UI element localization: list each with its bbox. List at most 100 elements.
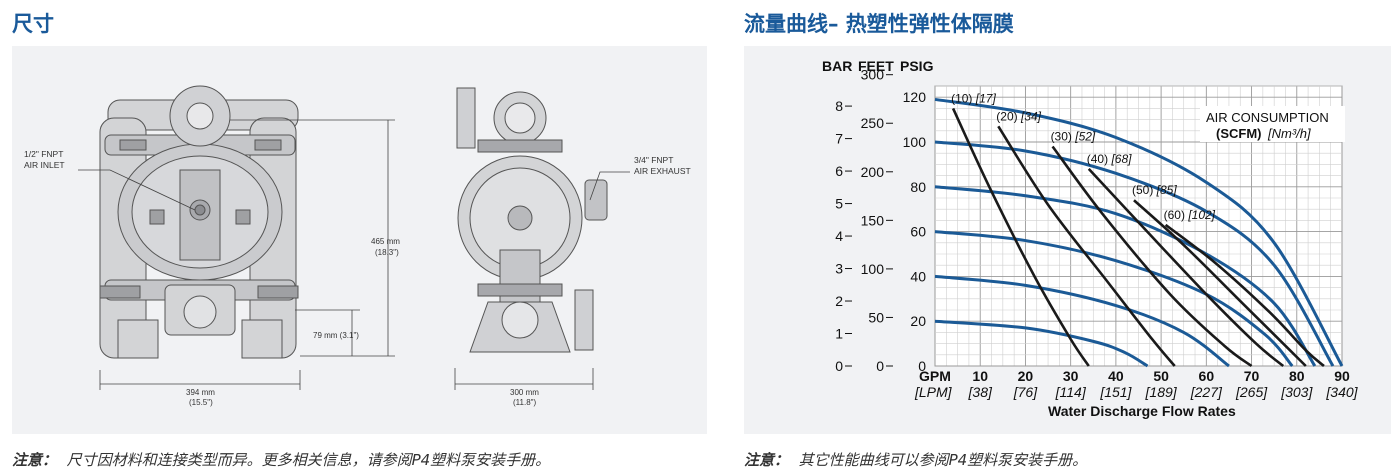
gpm-tick-label: 30 (1063, 368, 1079, 384)
psig-tick-label: 40 (910, 268, 926, 284)
lpm-tick-label: [76] (1013, 384, 1038, 400)
bar-tick-label: 8 (835, 98, 843, 114)
front-width-dimension-mm: 394 mm (186, 388, 215, 397)
pressure-curve (934, 274, 1230, 368)
bar-tick-label: 3 (835, 261, 843, 277)
air-consumption-label: (20) [34] (996, 109, 1041, 123)
air-consumption-curve (1133, 199, 1307, 367)
feet-tick-label: 150 (861, 212, 885, 228)
air-consumption-label: (40) [68] (1087, 152, 1132, 166)
air-consumption-curve (1051, 145, 1253, 368)
air-nm3h-value: [17] (975, 91, 997, 105)
bar-tick-label: 7 (835, 131, 843, 147)
feet-tick-label: 50 (868, 309, 884, 325)
pump-side-view (456, 87, 608, 353)
chart-labels: BAR FEET PSIG GPM [LPM] Water Discharge … (822, 58, 1359, 419)
bar-tick-label: 6 (835, 163, 843, 179)
air-consumption-label: (50) [85] (1132, 183, 1177, 197)
chart-curves (934, 97, 1344, 368)
air-nm3h-value: [68] (1110, 152, 1132, 166)
psig-tick-label: 100 (903, 134, 927, 150)
side-width-dimension-in: (11.8") (513, 398, 536, 407)
bar-tick-label: 2 (835, 293, 843, 309)
air-consumption-label: (10) [17] (951, 91, 996, 105)
feet-tick-label: 300 (861, 67, 885, 83)
air-consumption-curve (997, 125, 1176, 367)
height-dimension-mm: 465 mm (371, 237, 400, 246)
air-scfm-value: (40) (1087, 152, 1112, 166)
gpm-tick-label: 80 (1289, 368, 1305, 384)
lpm-tick-label: [265] (1235, 384, 1268, 400)
lpm-tick-label: [189] (1145, 384, 1178, 400)
air-nm3h-value: [52] (1074, 129, 1096, 143)
note-text: 其它性能曲线可以参阅P4塑料泵安装手册。 (798, 451, 1088, 469)
gpm-tick-label: 40 (1108, 368, 1124, 384)
psig-tick-label: 60 (910, 224, 926, 240)
air-consumption-curve (951, 107, 1090, 367)
pressure-curve (934, 140, 1335, 367)
air-inlet-callout-line1: 1/2" FNPT (24, 149, 63, 159)
feet-tick-label: 200 (861, 164, 885, 180)
bar-tick-label: 0 (835, 358, 843, 374)
dimensions-note: 注意： 尺寸因材料和连接类型而异。更多相关信息，请参阅P4塑料泵安装手册。 (12, 449, 550, 470)
note-label: 注意： (12, 451, 58, 469)
note-label: 注意： (744, 451, 790, 469)
gpm-unit-label: GPM (919, 368, 951, 384)
lpm-tick-label: [151] (1099, 384, 1132, 400)
gpm-tick-label: 10 (972, 368, 988, 384)
gpm-tick-label: 50 (1153, 368, 1169, 384)
feet-tick-label: 100 (861, 261, 885, 277)
lpm-tick-label: [227] (1190, 384, 1223, 400)
pressure-curve (934, 319, 1149, 368)
psig-tick-label: 120 (903, 89, 927, 105)
legend-background (1200, 106, 1345, 142)
air-nm3h-value: [34] (1020, 109, 1042, 123)
x-axis-title: Water Discharge Flow Rates (1048, 403, 1236, 419)
lpm-tick-label: [340] (1325, 384, 1358, 400)
air-exhaust-callout-line1: 3/4" FNPT (634, 155, 673, 165)
dimensions-heading: 尺寸 (12, 12, 54, 36)
gpm-tick-label: 60 (1199, 368, 1215, 384)
lpm-tick-label: [38] (968, 384, 993, 400)
air-consumption-label: (60) [102] (1164, 208, 1216, 222)
feet-tick-label: 0 (876, 358, 884, 374)
air-scfm-value: (20) (996, 109, 1021, 123)
psig-tick-label: 0 (918, 358, 926, 374)
air-scfm-value: (50) (1132, 183, 1157, 197)
air-scfm-value: (10) (951, 91, 976, 105)
air-nm3h-value: [85] (1156, 183, 1178, 197)
side-width-dimension-mm: 300 mm (510, 388, 539, 397)
air-scfm-value: (60) (1164, 208, 1189, 222)
lpm-tick-label: [303] (1280, 384, 1313, 400)
height-dimension-in: (18.3") (375, 248, 399, 257)
gpm-tick-label: 20 (1018, 368, 1034, 384)
air-consumption-curve (1087, 167, 1285, 368)
feet-tick-label: 250 (861, 115, 885, 131)
chart-note: 注意： 其它性能曲线可以参阅P4塑料泵安装手册。 (744, 449, 1087, 470)
flow-curve-heading: 流量曲线– 热塑性弹性体隔膜 (744, 12, 1014, 36)
bar-tick-label: 5 (835, 196, 843, 212)
pump-front-view (99, 85, 299, 359)
air-consumption-label: (30) [52] (1051, 129, 1096, 143)
gpm-tick-label: 70 (1244, 368, 1260, 384)
legend-title-line1: AIR CONSUMPTION (1206, 110, 1329, 125)
air-consumption-curve (1164, 223, 1325, 367)
note-text: 尺寸因材料和连接类型而异。更多相关信息，请参阅P4塑料泵安装手册。 (66, 451, 551, 469)
feet-unit-label: FEET (858, 58, 894, 74)
air-nm3h-value: [102] (1187, 208, 1215, 222)
lpm-unit-label: [LPM] (914, 384, 953, 400)
air-scfm-value: (30) (1051, 129, 1076, 143)
bar-tick-label: 1 (835, 326, 843, 342)
bar-unit-label: BAR (822, 58, 852, 74)
gpm-tick-label: 90 (1334, 368, 1350, 384)
pressure-curve (934, 97, 1344, 367)
inlet-height-dimension: 79 mm (3.1") (313, 331, 359, 340)
psig-unit-label: PSIG (900, 58, 934, 74)
lpm-tick-label: [114] (1055, 384, 1087, 400)
air-inlet-callout-line2: AIR INLET (24, 160, 65, 170)
bar-tick-label: 4 (835, 228, 843, 244)
air-exhaust-callout-line2: AIR EXHAUST (634, 166, 691, 176)
pressure-curve (934, 185, 1317, 367)
